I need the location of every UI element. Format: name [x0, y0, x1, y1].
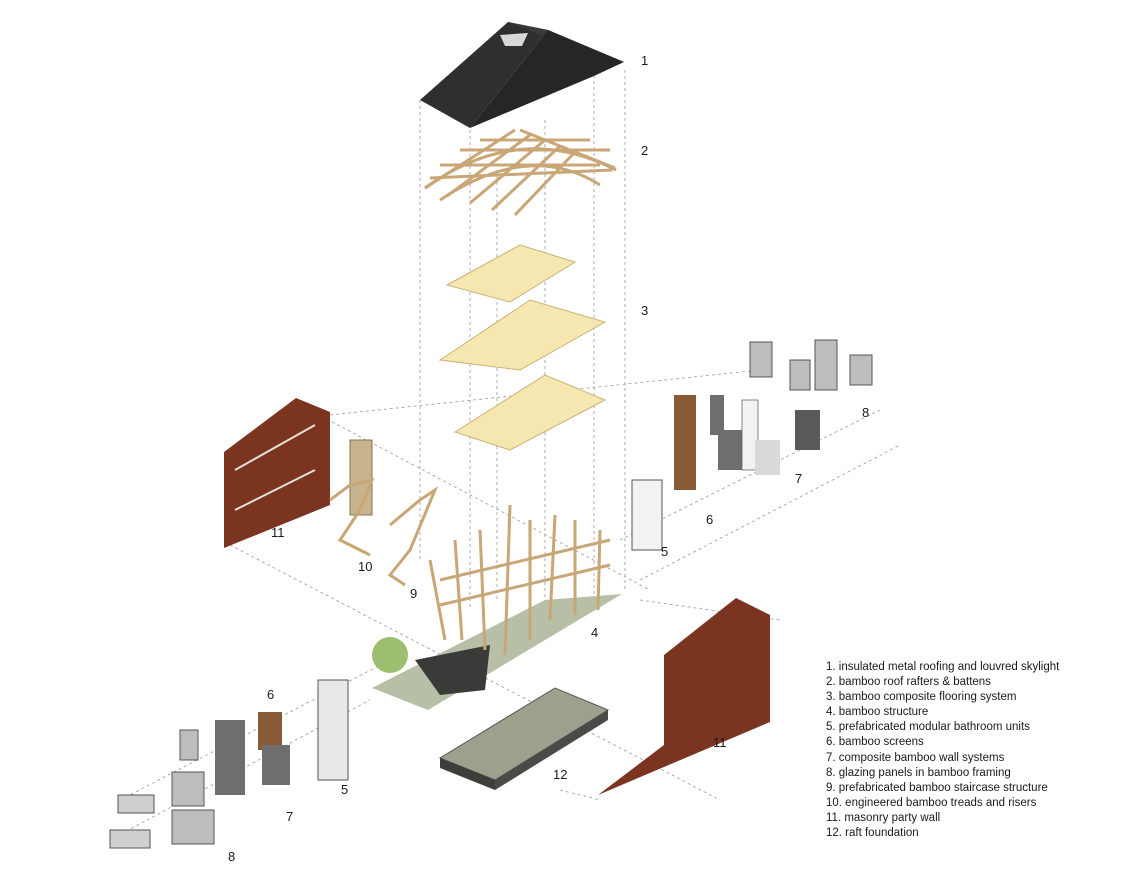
bathroom-unit-right [631, 479, 663, 551]
legend-item: 11. masonry party wall [826, 811, 941, 824]
legend-item: 4. bamboo structure [826, 706, 929, 719]
callout-8-left: 8 [228, 849, 236, 864]
callout-8-right: 8 [862, 405, 870, 420]
legend: 1. insulated metal roofing and louvred s… [826, 660, 1126, 841]
bamboo-screen-left [258, 712, 282, 750]
legend-item: 6. bamboo screens [826, 736, 924, 749]
callout-5-left: 5 [341, 782, 349, 797]
callout-11-right: 11 [713, 735, 727, 750]
skylight-icon [500, 33, 528, 46]
callout-9: 9 [410, 586, 418, 601]
legend-item: 3. bamboo composite flooring system [826, 691, 1017, 704]
callout-6-left: 6 [267, 687, 275, 702]
masonry-wall-left [224, 398, 330, 548]
floor-plate-bottom [453, 374, 607, 451]
callout-11-left: 11 [271, 525, 285, 540]
callout-4: 4 [591, 625, 599, 640]
bamboo-screen-right [674, 395, 696, 490]
legend-item: 5. prefabricated modular bathroom units [826, 721, 1030, 734]
raft-foundation [438, 687, 610, 790]
right-components [631, 339, 873, 551]
callout-1: 1 [641, 53, 649, 68]
callout-7-left: 7 [286, 809, 294, 824]
legend-item: 12. raft foundation [826, 827, 919, 840]
legend-item: 7. composite bamboo wall systems [826, 751, 1005, 764]
tree-icon [372, 637, 408, 673]
legend-item: 9. prefabricated bamboo staircase struct… [826, 781, 1048, 794]
floor-plates [438, 244, 607, 451]
legend-item: 8. glazing panels in bamboo framing [826, 766, 1011, 779]
left-components [109, 679, 349, 849]
staircases [329, 439, 439, 587]
callout-6-right: 6 [706, 512, 714, 527]
callout-10: 10 [358, 559, 373, 574]
legend-item: 2. bamboo roof rafters & battens [826, 676, 991, 689]
floor-plate-middle [438, 299, 607, 371]
bamboo-structure [372, 504, 622, 710]
callout-3: 3 [641, 303, 649, 318]
bathroom-unit-left [317, 679, 349, 781]
masonry-wall-right [598, 598, 770, 795]
callout-7-right: 7 [795, 471, 803, 486]
floor-plate-top [445, 244, 577, 303]
callout-2: 2 [641, 143, 649, 158]
legend-item: 1. insulated metal roofing and louvred s… [826, 661, 1060, 673]
callout-5-right: 5 [661, 544, 669, 559]
metal-roof [420, 22, 624, 128]
legend-item: 10. engineered bamboo treads and risers [826, 796, 1037, 809]
bamboo-rafters [424, 128, 617, 217]
callout-12: 12 [553, 767, 568, 782]
